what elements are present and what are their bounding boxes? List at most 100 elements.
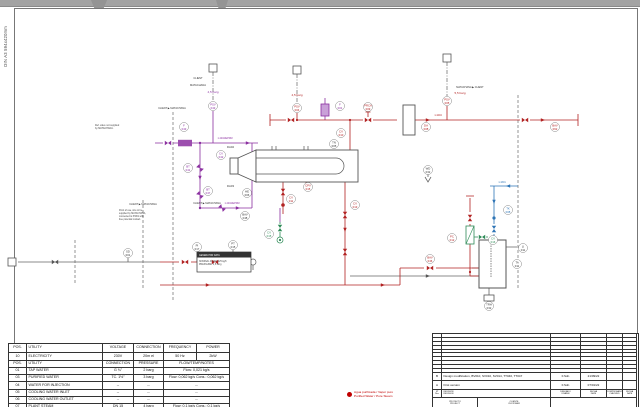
instrument-tag: SD — [126, 250, 130, 254]
title-block-cell — [433, 341, 442, 346]
instrument-tag: PSV — [444, 98, 450, 102]
instrument-tag: BT — [206, 188, 210, 192]
title-block-cell — [623, 341, 638, 346]
valve-icon — [280, 188, 286, 196]
instrument-number: 015 — [306, 187, 311, 191]
title-block-cell — [581, 369, 607, 373]
diagram-label: 5,5 barg — [454, 91, 465, 95]
instrument-tag: WD — [426, 167, 431, 171]
note-line: supplied by MATACHANA, — [119, 212, 146, 215]
diagram-label: 4,5 barg — [207, 90, 218, 94]
instrument-number: 047 — [206, 191, 211, 195]
junction-dot — [278, 238, 282, 242]
instrument-bubble — [303, 182, 313, 192]
utility-cell: PRESSURE — [134, 361, 164, 368]
instrument-tag: BAV — [242, 213, 248, 217]
utility-cell: 10 — [9, 353, 27, 361]
title-block-cell — [442, 341, 551, 346]
utility-cell: 230V — [103, 353, 134, 361]
sheet-border — [14, 8, 638, 407]
title-block-cell: 07/01/22 — [581, 381, 607, 390]
title-block-cell — [433, 365, 442, 370]
instrument-tag: TRH — [486, 303, 492, 307]
instrument-bubble — [292, 103, 302, 113]
instrument-bubble — [447, 233, 457, 243]
instrument-number: 011 — [289, 199, 294, 203]
valve-icon — [521, 117, 529, 123]
instrument-tag: CV — [267, 231, 271, 235]
instrument-number: 048 — [243, 216, 248, 220]
junction-dot — [492, 216, 496, 220]
utility-cell: UTILITY — [27, 344, 103, 353]
utility-cell: -- — [164, 397, 229, 404]
instrument-bubble — [240, 211, 250, 221]
valve-icon — [51, 259, 59, 265]
instrument-tag: F — [339, 103, 341, 107]
utility-cell: -- — [134, 396, 164, 404]
utility-cell: CONNECTION — [134, 344, 164, 353]
utility-cell: UTILITY — [27, 361, 103, 368]
instrument-tag: PRCA — [364, 104, 372, 108]
instrument-bubble — [503, 205, 513, 215]
instrument-tag: F — [183, 124, 185, 128]
diagram-label: 1.4404/EPDM — [218, 137, 233, 140]
title-block-cell: 21/09/22 — [581, 372, 607, 382]
title-block-cell — [433, 357, 442, 362]
instrument-tag: CPV — [305, 184, 311, 188]
note-line: PRESSURE: 4,5 barg — [199, 263, 222, 266]
title-block-cell — [607, 357, 623, 362]
valve-icon — [164, 140, 172, 146]
instrument-number: 013 — [353, 205, 358, 209]
instrument-tag: PC — [450, 235, 454, 239]
title-block-cell — [623, 372, 638, 382]
title-block-cell — [623, 357, 638, 362]
instrument-bubble — [488, 235, 498, 245]
instrument-number: 043 — [182, 127, 187, 131]
instrument-tag: HE — [245, 190, 249, 194]
instrument-number: 032 — [487, 306, 492, 310]
utility-cell: Flow: 0,021 kg/s — [164, 368, 229, 376]
utility-cell: CONNECTION — [103, 361, 134, 368]
title-block-cell — [581, 334, 607, 338]
utility-cell: POWER — [197, 344, 229, 353]
title-block-cell — [442, 334, 551, 338]
instrument-bubble — [363, 102, 373, 112]
battery-limit-lines — [74, 95, 519, 300]
utility-cell: 4 barg — [134, 403, 164, 407]
instrument-tag: CV — [491, 237, 495, 241]
title-block-cell — [581, 357, 607, 362]
valve-icon — [196, 191, 204, 199]
instrument-tag: PSV — [294, 105, 300, 109]
instrument-number: 015 — [231, 245, 236, 249]
title-block-cell — [581, 353, 607, 358]
title-block-cell — [607, 353, 623, 358]
instrument-number: 001 — [338, 106, 343, 110]
instrument-number: 008 — [424, 127, 429, 131]
title-block-cell — [551, 345, 581, 350]
instrument-tag: PSV — [210, 103, 216, 107]
flow-arrow-icon — [540, 118, 545, 122]
utility-cell: Flow: 0,062 kg/s Cons.: 0,062 kg/s — [164, 375, 229, 383]
instrument-bubble — [425, 254, 435, 264]
instrument-tag: TK — [506, 207, 510, 211]
valve-F001 — [320, 103, 330, 117]
title-block-cell — [581, 345, 607, 350]
pure-steam-generator-vessel — [229, 146, 359, 183]
junction-dot — [468, 270, 472, 274]
separator-column — [402, 104, 416, 136]
diagram-label: DA03 — [227, 184, 234, 188]
title-block-cell — [607, 381, 623, 390]
title-block-cell — [551, 369, 581, 373]
instrument-bubble — [350, 200, 360, 210]
valve-icon — [181, 259, 189, 265]
diagram-label: 1.4301 — [498, 181, 506, 184]
valve-icon — [218, 204, 226, 212]
instrument-number: 006 — [245, 193, 250, 197]
title-block-cell — [623, 349, 638, 354]
utility-cell: Flow: 0,1 kg/s Cons.: 0,1 kg/s — [164, 404, 229, 407]
